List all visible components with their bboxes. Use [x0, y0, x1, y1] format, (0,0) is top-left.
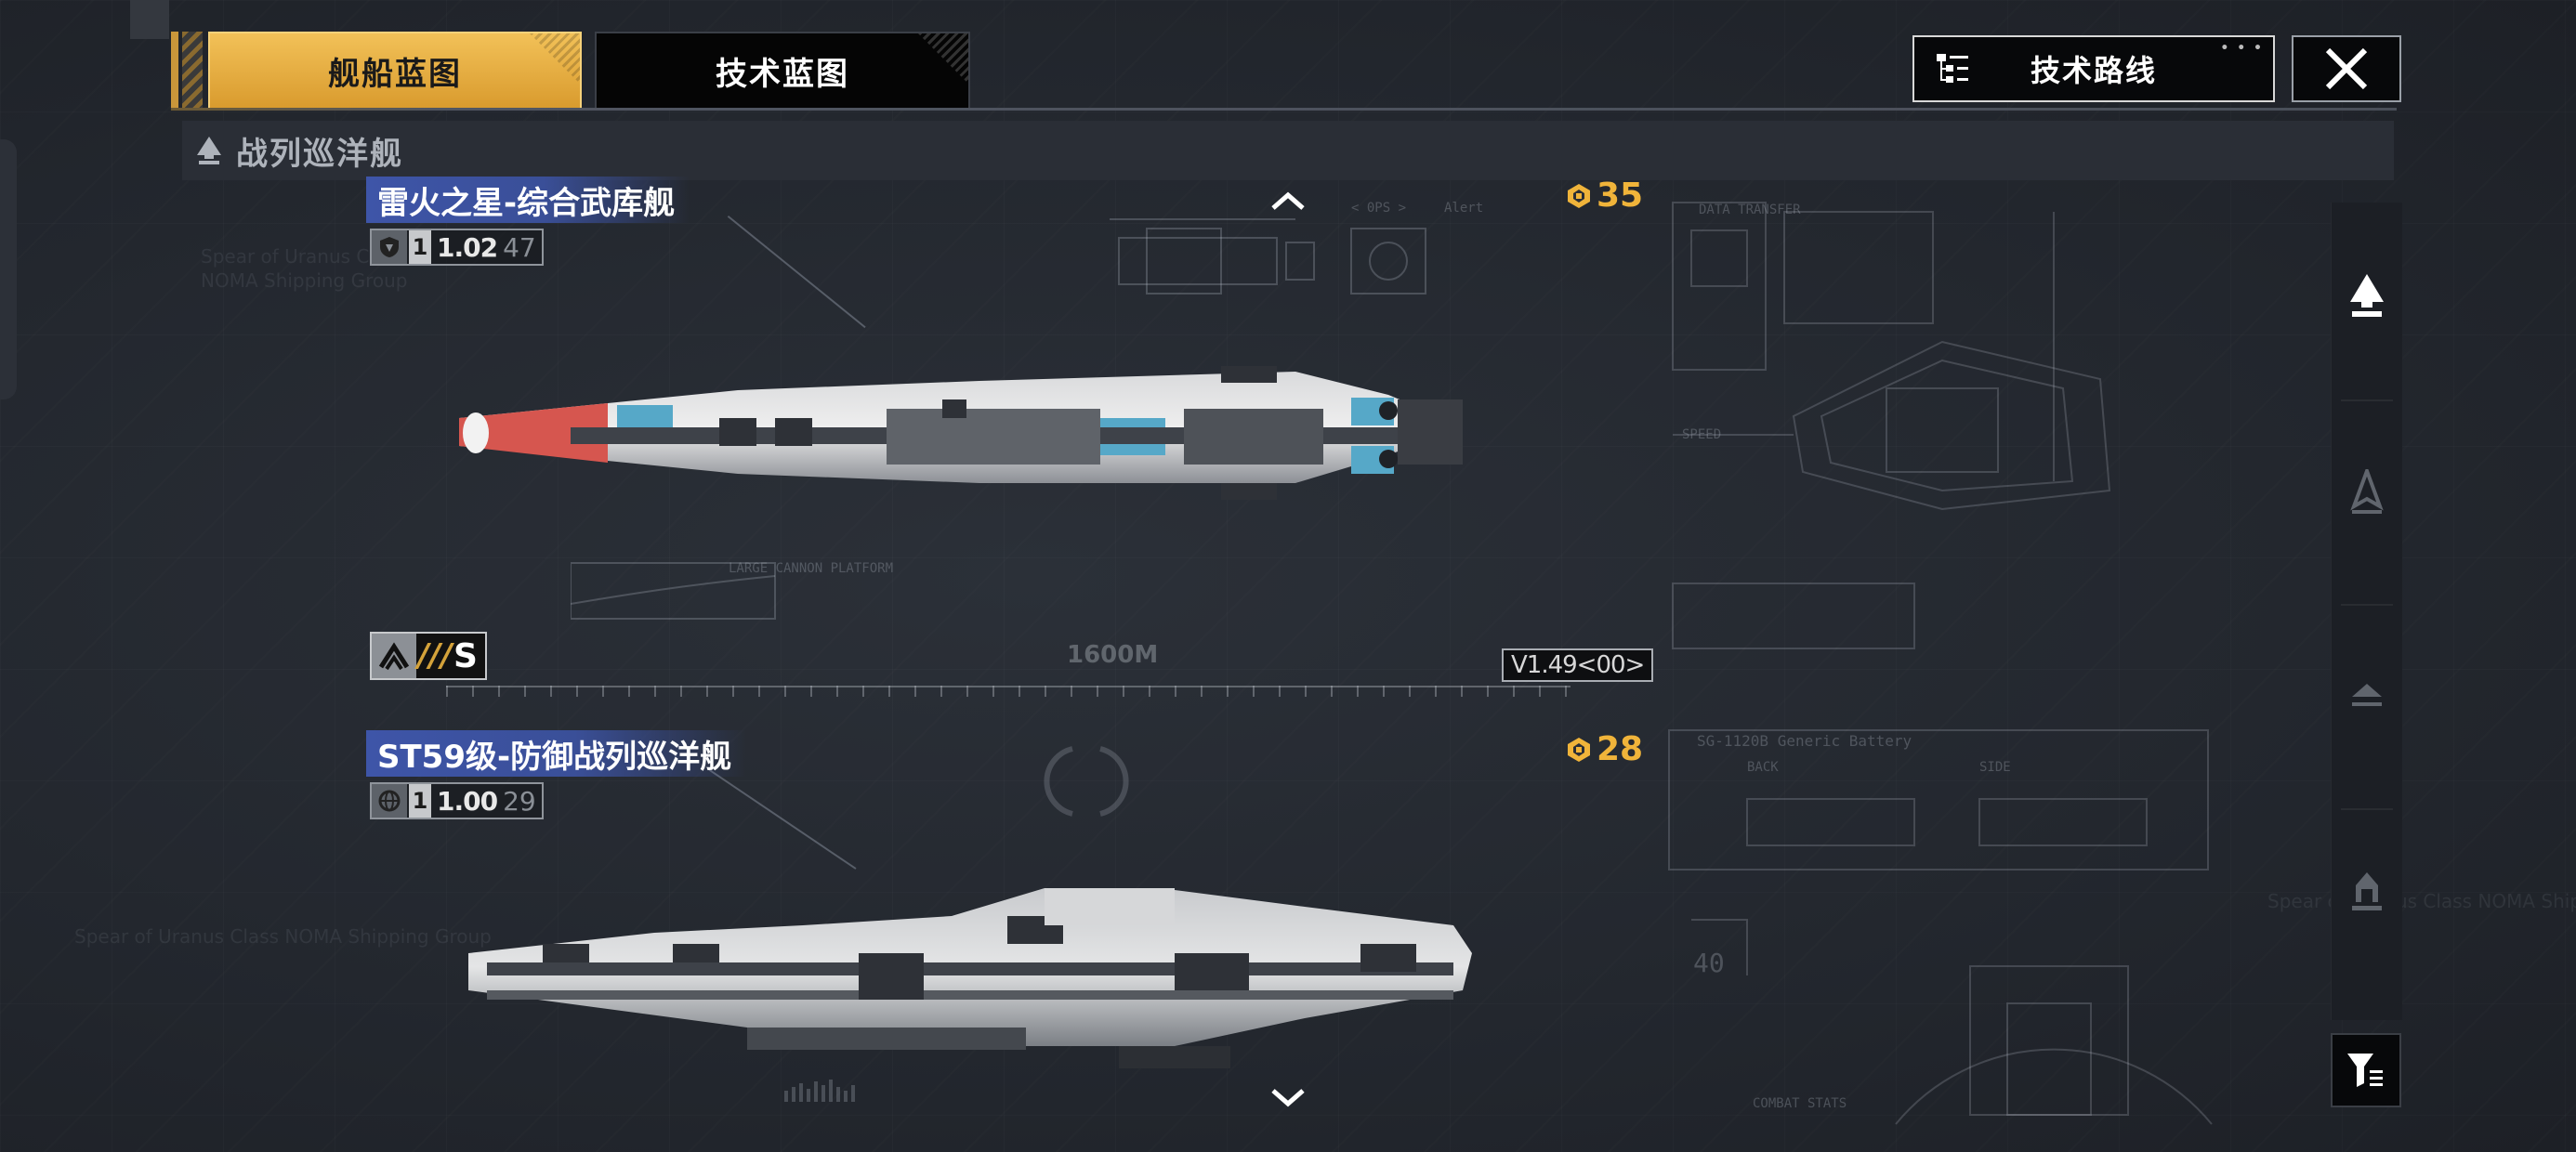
- blueprint-schematic: [1668, 729, 2213, 1125]
- ship-cost: 28: [1565, 730, 1643, 768]
- frigate-class-icon: [2352, 684, 2382, 706]
- ship-extra: 29: [503, 785, 536, 817]
- rail-item-carrier[interactable]: [2332, 844, 2402, 936]
- scale-length: 1600M: [1067, 641, 1159, 669]
- callout-line: [727, 216, 866, 329]
- battlecruiser-class-icon: [2350, 274, 2384, 317]
- destroyer-class-icon: [2350, 469, 2384, 514]
- bg-text: Spear of Uranus Class NOMA Shipping Grou…: [2267, 890, 2576, 912]
- chevron-up-icon: [1271, 191, 1305, 210]
- ship-stat-badge: 1 1.02 47: [370, 229, 544, 266]
- rail-item-battlecruiser[interactable]: [2332, 249, 2402, 342]
- ship-name: ST59级-防御战列巡洋舰: [377, 738, 732, 776]
- bp-label: COMBAT STATS: [1753, 1096, 1847, 1111]
- ship-render: [468, 888, 1472, 1068]
- tab-corner-hatch: [530, 33, 580, 84]
- tab-label: 技术蓝图: [716, 55, 849, 93]
- bp-label: LARGE CANNON PLATFORM: [729, 561, 894, 576]
- ship-card-1[interactable]: 雷火之星-综合武库舰 1 1.02 47 35: [366, 177, 1654, 697]
- version-badge: V1.49<00>: [1502, 648, 1654, 682]
- ship-extra: 47: [503, 231, 536, 263]
- ship-name-bar: ST59级-防御战列巡洋舰: [366, 730, 747, 777]
- tab-accent-stripes: [182, 32, 203, 110]
- close-button[interactable]: [2292, 35, 2401, 102]
- filter-icon: [2347, 1054, 2383, 1087]
- category-header: 战列巡洋舰: [182, 121, 2394, 180]
- left-edge-tab[interactable]: [0, 139, 17, 399]
- ship-level: 1: [409, 230, 431, 264]
- scale-ruler: [446, 686, 1571, 697]
- bg-text: Spear of Uranus Class NOMA Shipping Grou…: [74, 925, 492, 948]
- tab-ship-blueprint[interactable]: 舰船蓝图: [208, 32, 582, 110]
- bp-label: BACK: [1747, 760, 1779, 775]
- topbar-divider: [171, 108, 2397, 111]
- bp-label: SPEED: [1682, 427, 1722, 442]
- ship-cost: 35: [1565, 177, 1643, 215]
- ship-name-bar: 雷火之星-综合武库舰: [366, 177, 690, 223]
- ship-rank-badge: /// S: [370, 632, 487, 680]
- rank-stripes-icon: ///: [417, 637, 453, 674]
- carrier-class-icon: [2352, 872, 2382, 910]
- blueprint-token-icon: [1568, 737, 1590, 762]
- tab-tech-blueprint[interactable]: 技术蓝图: [595, 32, 970, 110]
- blueprint-bars: [784, 1080, 855, 1102]
- bp-label: < 0PS >: [1351, 201, 1407, 216]
- tab-accent-bar: [171, 32, 178, 110]
- bp-label: Alert: [1444, 201, 1484, 216]
- tech-route-button[interactable]: 技术路线 • • •: [1912, 35, 2275, 102]
- blueprint-decor: [1044, 746, 1129, 817]
- blueprint-token-icon: [1568, 183, 1590, 208]
- scroll-down-button[interactable]: [1269, 1087, 1307, 1109]
- bp-label: SG-1120B Generic Battery: [1697, 732, 1912, 750]
- top-corner-marker: [130, 0, 169, 39]
- rail-item-destroyer[interactable]: [2332, 446, 2402, 539]
- scroll-up-button[interactable]: [1269, 190, 1307, 212]
- blueprint-decor: [1110, 218, 1426, 295]
- category-label: 战列巡洋舰: [236, 135, 403, 173]
- bg-text: NOMA Shipping Group: [201, 269, 408, 292]
- blueprint-schematic: [1672, 202, 2111, 649]
- rank-grade: S: [453, 636, 478, 675]
- blueprint-graph: [571, 562, 776, 620]
- ship-value: 1.00: [437, 785, 498, 817]
- ship-stat-badge: 1 1.00 29: [370, 782, 544, 819]
- globe-icon: [372, 784, 407, 818]
- tech-route-icon: [1937, 54, 1968, 83]
- bp-label: SIDE: [1979, 760, 2011, 775]
- dots-decoration: • • •: [2220, 41, 2264, 56]
- ship-value: 1.02: [437, 231, 498, 263]
- ship-name: 雷火之星-综合武库舰: [377, 184, 676, 222]
- close-icon: [2325, 47, 2368, 90]
- rail-separator: [2341, 604, 2393, 606]
- tab-corner-hatch: [918, 33, 968, 84]
- chevron-down-icon: [1271, 1089, 1305, 1107]
- rank-chevron-icon: [372, 634, 416, 678]
- bp-label: DATA TRANSFER: [1699, 203, 1801, 217]
- shield-icon: [372, 230, 407, 264]
- filter-button[interactable]: [2331, 1033, 2401, 1107]
- battlecruiser-class-icon: [197, 137, 221, 164]
- rail-separator: [2341, 399, 2393, 401]
- rail-separator: [2341, 808, 2393, 810]
- callout-line: [708, 769, 857, 870]
- ship-render: [459, 366, 1463, 500]
- cost-value: 35: [1597, 177, 1644, 215]
- ship-level: 1: [409, 784, 431, 818]
- bp-label: 40: [1693, 948, 1725, 978]
- ship-card-2[interactable]: ST59级-防御战列巡洋舰 1 1.00 29 28: [366, 730, 1649, 1139]
- tech-route-label: 技术路线: [2030, 53, 2157, 88]
- rail-item-frigate[interactable]: [2332, 648, 2402, 741]
- cost-value: 28: [1597, 730, 1644, 768]
- class-filter-rail: [2331, 203, 2402, 1020]
- tab-label: 舰船蓝图: [328, 55, 462, 93]
